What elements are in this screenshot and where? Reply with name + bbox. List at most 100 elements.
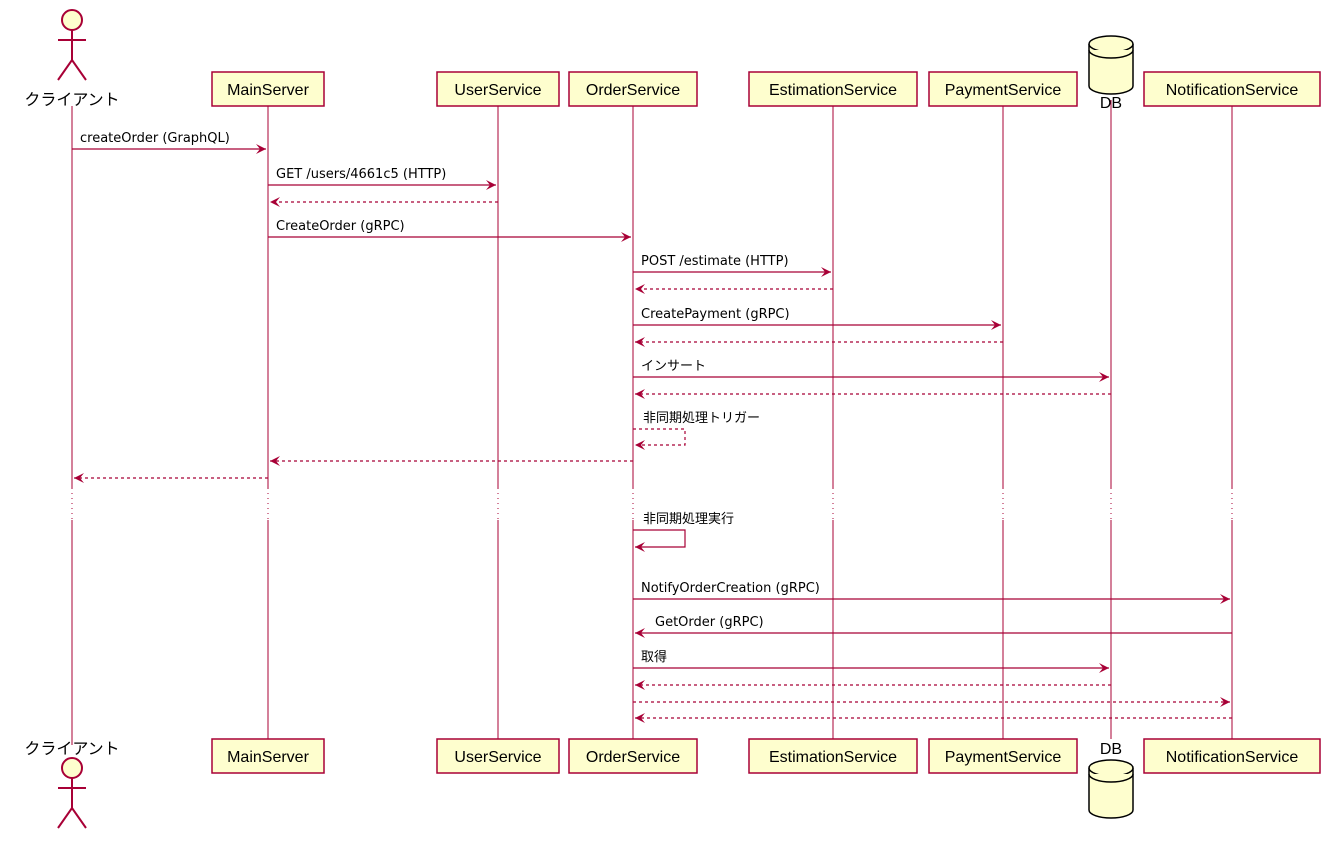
participant-box xyxy=(211,71,325,107)
message-label: createOrder (GraphQL) xyxy=(80,131,230,146)
message-10: 非同期処理トリガー xyxy=(633,411,760,450)
arrow-head xyxy=(486,180,496,190)
participant-client-bottom: クライアント xyxy=(24,740,120,829)
participant-label: OrderService xyxy=(586,82,680,99)
participant-notification-top: NotificationService xyxy=(1143,71,1321,107)
message-6: CreatePayment (gRPC) xyxy=(633,307,1001,330)
participant-box xyxy=(211,738,325,774)
participant-main-bottom: MainServer xyxy=(211,738,325,774)
message-17: 取得 xyxy=(633,649,1109,673)
message-0: createOrder (GraphQL) xyxy=(72,131,266,154)
arrow-head xyxy=(635,542,645,552)
arrow-head xyxy=(1099,663,1109,673)
arrow-head xyxy=(635,440,645,450)
message-16: GetOrder (gRPC) xyxy=(635,615,1232,638)
arrow-head xyxy=(256,144,266,154)
participant-user-top: UserService xyxy=(436,71,560,107)
participant-label: PaymentService xyxy=(945,749,1062,766)
message-label: GET /users/4661c5 (HTTP) xyxy=(276,167,446,182)
participant-label: UserService xyxy=(454,82,541,99)
message-5 xyxy=(635,284,833,294)
participant-box xyxy=(928,738,1078,774)
participant-label: UserService xyxy=(454,749,541,766)
message-18 xyxy=(635,680,1111,690)
participant-order-top: OrderService xyxy=(568,71,698,107)
arrow-head xyxy=(270,456,280,466)
participant-box xyxy=(1143,738,1321,774)
participant-label: クライアント xyxy=(24,91,119,109)
participant-estimation-bottom: EstimationService xyxy=(748,738,918,774)
message-8: インサート xyxy=(633,359,1109,382)
participant-label: EstimationService xyxy=(769,749,897,766)
participant-client-top: クライアント xyxy=(24,9,120,109)
participant-label: NotificationService xyxy=(1166,749,1299,766)
arrow-head xyxy=(1099,372,1109,382)
arrow-head xyxy=(635,628,645,638)
arrow-head xyxy=(635,713,645,723)
database-rim xyxy=(1088,773,1134,783)
participant-label: DB xyxy=(1100,741,1122,758)
lifelines xyxy=(71,100,1233,745)
message-label: インサート xyxy=(641,359,706,374)
arrow-head xyxy=(621,232,631,242)
self-message-line xyxy=(633,428,686,446)
participant-box xyxy=(1143,71,1321,107)
message-label: NotifyOrderCreation (gRPC) xyxy=(641,581,820,596)
participant-payment-bottom: PaymentService xyxy=(928,738,1078,774)
participant-user-bottom: UserService xyxy=(436,738,560,774)
message-label: GetOrder (gRPC) xyxy=(655,615,764,630)
participant-label: OrderService xyxy=(586,749,680,766)
participant-estimation-top: EstimationService xyxy=(748,71,918,107)
actor-head-icon xyxy=(61,757,83,779)
arrow-head xyxy=(991,320,1001,330)
participant-box xyxy=(568,738,698,774)
message-label: 非同期処理実行 xyxy=(643,511,734,527)
participant-label: DB xyxy=(1100,95,1122,112)
arrow-head xyxy=(821,267,831,277)
message-label: 取得 xyxy=(641,649,667,665)
participant-label: MainServer xyxy=(227,82,309,99)
message-7 xyxy=(635,337,1003,347)
participant-label: MainServer xyxy=(227,749,309,766)
message-label: CreatePayment (gRPC) xyxy=(641,307,790,322)
participant-order-bottom: OrderService xyxy=(568,738,698,774)
participant-db-bottom: DB xyxy=(1088,741,1134,819)
arrow-head xyxy=(1220,697,1230,707)
arrow-head xyxy=(635,389,645,399)
message-19 xyxy=(633,697,1230,707)
arrow-head xyxy=(74,473,84,483)
participant-box xyxy=(748,738,918,774)
message-label: POST /estimate (HTTP) xyxy=(641,254,789,269)
participant-box xyxy=(568,71,698,107)
participant-db-top: DB xyxy=(1088,35,1134,112)
message-15: NotifyOrderCreation (gRPC) xyxy=(633,581,1230,604)
participant-label: EstimationService xyxy=(769,82,897,99)
participant-heads-top: クライアント MainServer UserService OrderService E… xyxy=(24,9,1321,112)
messages: createOrder (GraphQL) GET /users/4661c5 (… xyxy=(72,131,1232,723)
arrow-head xyxy=(635,284,645,294)
actor-head-icon xyxy=(61,9,83,31)
database-rim xyxy=(1088,49,1134,59)
participant-payment-top: PaymentService xyxy=(928,71,1078,107)
arrow-head xyxy=(635,337,645,347)
message-14: 非同期処理実行 xyxy=(633,511,734,552)
actor-legs xyxy=(57,58,87,81)
arrow-head xyxy=(635,680,645,690)
message-20 xyxy=(635,713,1232,723)
message-label: 非同期処理トリガー xyxy=(643,411,760,426)
arrow-head xyxy=(1220,594,1230,604)
participant-label: PaymentService xyxy=(945,82,1062,99)
arrow-head xyxy=(270,197,280,207)
message-2 xyxy=(270,197,498,207)
participant-box xyxy=(928,71,1078,107)
message-3: CreateOrder (gRPC) xyxy=(268,219,631,242)
message-4: POST /estimate (HTTP) xyxy=(633,254,831,277)
message-12 xyxy=(74,473,268,483)
message-label: CreateOrder (gRPC) xyxy=(276,219,405,234)
participant-label: クライアント xyxy=(24,740,119,758)
participant-label: NotificationService xyxy=(1166,82,1299,99)
participant-box xyxy=(436,738,560,774)
message-9 xyxy=(635,389,1111,399)
participant-notification-bottom: NotificationService xyxy=(1143,738,1321,774)
